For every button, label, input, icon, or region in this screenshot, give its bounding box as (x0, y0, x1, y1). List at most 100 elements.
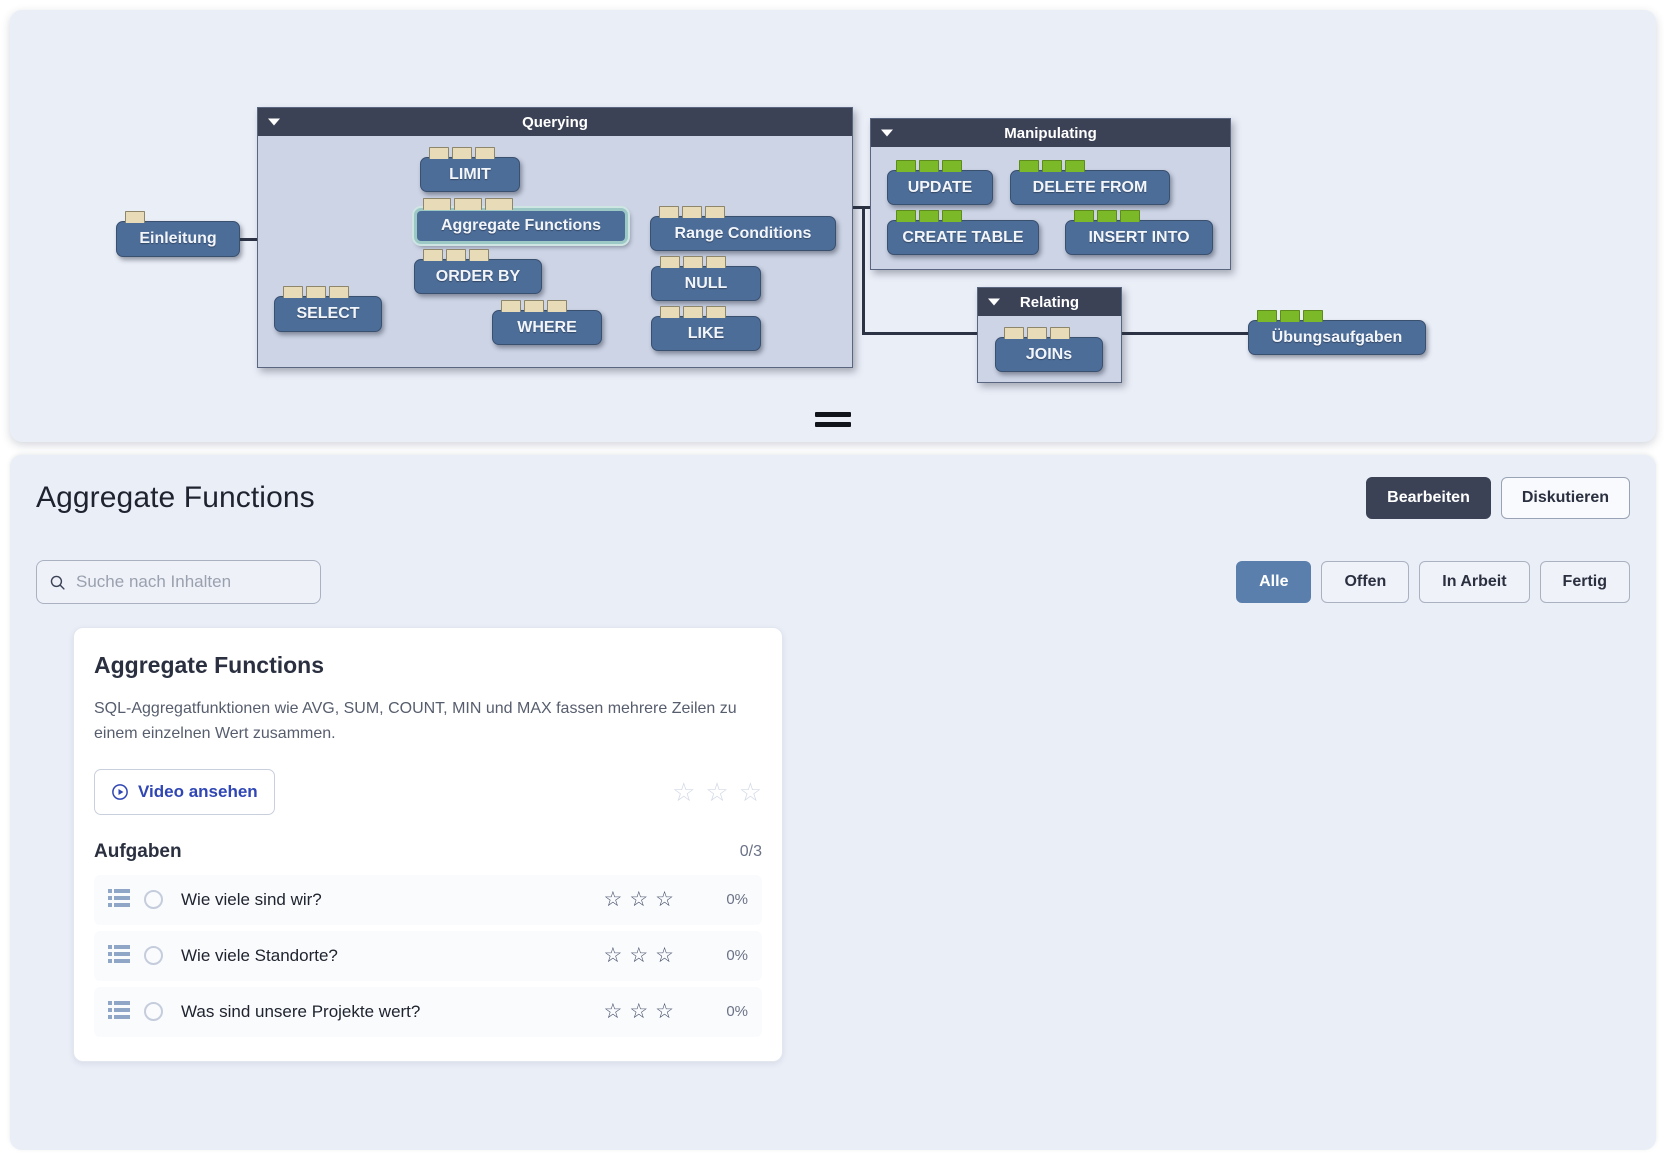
tab-marker (1120, 210, 1140, 222)
tab-marker (1050, 327, 1070, 339)
tab-marker (423, 249, 443, 261)
node-label: NULL (684, 274, 728, 292)
tab-marker (705, 206, 725, 218)
node-label: DELETE FROM (1032, 178, 1148, 196)
discuss-button[interactable]: Diskutieren (1500, 477, 1630, 519)
task-row[interactable]: Wie viele Standorte? ☆ ☆ ☆ 0% (94, 930, 762, 981)
node-tabs (501, 300, 567, 312)
tasks-label: Aufgaben (94, 840, 182, 862)
search-box[interactable] (36, 560, 321, 604)
task-row[interactable]: Wie viele sind wir? ☆ ☆ ☆ 0% (94, 874, 762, 925)
node-delete-from[interactable]: DELETE FROM (1010, 160, 1170, 205)
star-icon[interactable]: ☆ (655, 944, 674, 968)
tab-marker (306, 286, 326, 298)
node-insert-into[interactable]: INSERT INTO (1065, 210, 1213, 255)
filter-fertig[interactable]: Fertig (1539, 561, 1630, 603)
group-querying-header[interactable]: Querying (258, 108, 852, 136)
star-icon[interactable]: ☆ (603, 944, 623, 968)
node-tabs (125, 211, 145, 223)
tab-marker (329, 286, 349, 298)
handle-bar (815, 412, 851, 417)
circle-open-icon[interactable] (144, 1002, 163, 1022)
task-list-icon (108, 945, 130, 966)
tab-marker (452, 147, 472, 159)
task-rating-stars[interactable]: ☆ ☆ ☆ (604, 1001, 674, 1022)
mindmap-panel[interactable]: Querying Manipulating Relating Einleitun… (10, 10, 1656, 442)
node-select[interactable]: SELECT (274, 286, 382, 332)
tab-marker (1019, 160, 1039, 172)
tab-marker (683, 256, 703, 268)
tab-marker (1027, 327, 1047, 339)
star-icon[interactable]: ☆ (672, 776, 696, 807)
task-row[interactable]: Was sind unsere Projekte wert? ☆ ☆ ☆ 0% (94, 986, 762, 1037)
task-rating-stars[interactable]: ☆ ☆ ☆ (604, 889, 674, 910)
tab-marker (942, 160, 962, 172)
node-einleitung[interactable]: Einleitung (116, 211, 240, 257)
node-tabs (1019, 160, 1085, 172)
resize-handle[interactable] (815, 412, 851, 432)
star-icon[interactable]: ☆ (629, 944, 649, 968)
edge-query-to-relating (862, 332, 997, 335)
node-order-by[interactable]: ORDER BY (414, 249, 542, 294)
circle-open-icon[interactable] (144, 946, 163, 966)
tab-marker (1074, 210, 1094, 222)
star-icon[interactable]: ☆ (629, 1000, 649, 1024)
node-label: SELECT (296, 305, 360, 322)
tab-marker (429, 147, 449, 159)
node-null[interactable]: NULL (651, 256, 761, 301)
filter-alle[interactable]: Alle (1236, 561, 1312, 603)
node-label: CREATE TABLE (902, 228, 1024, 246)
node-create-table[interactable]: CREATE TABLE (887, 210, 1039, 255)
node-tabs (896, 210, 962, 222)
node-label: UPDATE (907, 178, 973, 196)
node-tabs (429, 147, 495, 159)
tasks-count: 0/3 (739, 842, 762, 860)
tab-marker (1004, 327, 1024, 339)
star-icon[interactable]: ☆ (738, 776, 762, 807)
node-where[interactable]: WHERE (492, 300, 602, 345)
mindmap-canvas[interactable]: Querying Manipulating Relating Einleitun… (10, 10, 1656, 442)
group-manipulating-header[interactable]: Manipulating (871, 119, 1230, 147)
edge-relating-to-ueb (1120, 332, 1250, 335)
caret-down-icon[interactable] (988, 298, 1000, 306)
tab-marker (1303, 310, 1323, 322)
filter-in-arbeit[interactable]: In Arbeit (1419, 561, 1530, 603)
tab-marker (485, 198, 513, 210)
star-icon[interactable]: ☆ (705, 776, 729, 807)
tab-marker (1042, 160, 1062, 172)
node-like[interactable]: LIKE (651, 306, 761, 351)
caret-down-icon[interactable] (268, 118, 280, 126)
task-percent: 0% (726, 891, 748, 909)
edit-button[interactable]: Bearbeiten (1366, 477, 1491, 519)
star-icon[interactable]: ☆ (629, 888, 649, 912)
star-icon[interactable]: ☆ (655, 1000, 674, 1024)
node-aggregate-functions[interactable]: Aggregate Functions (414, 198, 628, 244)
caret-down-icon[interactable] (881, 129, 893, 137)
topic-card[interactable]: Aggregate Functions SQL-Aggregatfunktion… (73, 627, 783, 1062)
node-uebungsaufgaben[interactable]: Übungsaufgaben (1248, 310, 1426, 355)
star-icon[interactable]: ☆ (603, 1000, 623, 1024)
star-icon[interactable]: ☆ (603, 888, 623, 912)
node-limit[interactable]: LIMIT (420, 147, 520, 192)
tab-marker (919, 160, 939, 172)
star-icon[interactable]: ☆ (655, 888, 674, 912)
task-label: Wie viele sind wir? (181, 889, 322, 909)
play-circle-icon (112, 783, 128, 800)
watch-video-button[interactable]: Video ansehen (94, 768, 275, 815)
edge-query-to-manip (853, 206, 881, 209)
task-rating-stars[interactable]: ☆ ☆ ☆ (604, 945, 674, 966)
node-update[interactable]: UPDATE (887, 160, 993, 205)
card-rating-stars[interactable]: ☆ ☆ ☆ (672, 779, 762, 805)
tab-marker (475, 147, 495, 159)
tab-marker (469, 249, 489, 261)
tab-marker (659, 206, 679, 218)
circle-open-icon[interactable] (144, 890, 163, 910)
tab-marker (683, 306, 703, 318)
filter-offen[interactable]: Offen (1321, 561, 1410, 603)
search-icon (50, 575, 65, 590)
node-range-conditions[interactable]: Range Conditions (650, 206, 836, 251)
node-joins[interactable]: JOINs (995, 327, 1103, 372)
group-relating-header[interactable]: Relating (978, 288, 1121, 316)
search-input[interactable] (76, 572, 308, 592)
task-list-icon (108, 889, 130, 910)
